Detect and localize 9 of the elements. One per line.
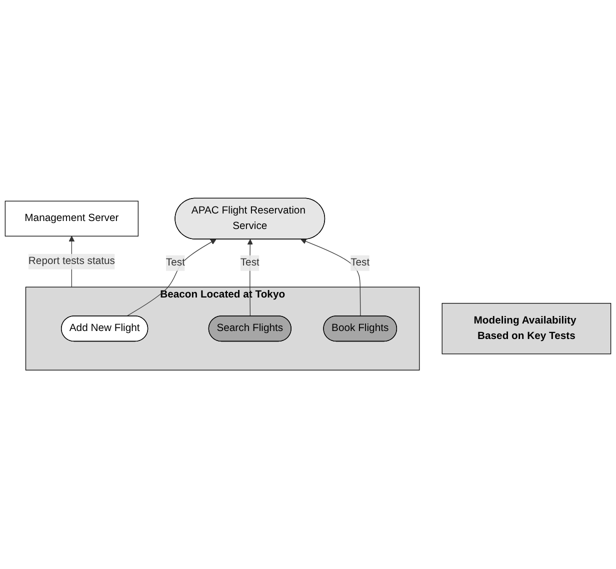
arrow xyxy=(247,239,253,317)
node-box: Modeling Availability Based on Key Tests xyxy=(442,303,612,355)
node-box: Management Server xyxy=(4,201,138,237)
arrow xyxy=(300,239,361,317)
edge-label: Test xyxy=(350,258,370,269)
edge-label: Test xyxy=(166,258,185,269)
edge-label: Test xyxy=(240,258,260,269)
arrow xyxy=(126,239,216,317)
edge-label: Report tests status xyxy=(28,256,115,268)
